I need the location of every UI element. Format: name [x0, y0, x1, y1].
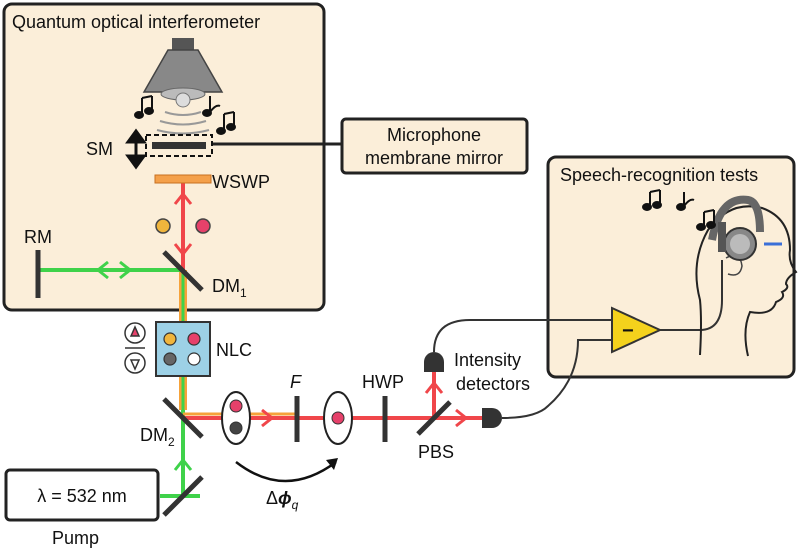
- pump-laser-box: [4, 468, 160, 522]
- wswp-label: WSWP: [212, 172, 270, 192]
- callout-line1: Microphone: [387, 125, 481, 145]
- phase-shift-arrow: [235, 460, 337, 483]
- pbs-label: PBS: [418, 442, 454, 462]
- crystal-photon-yellow: [163, 332, 177, 346]
- speaker-icon: [142, 38, 224, 108]
- detectors-line2: detectors: [456, 374, 530, 394]
- green-arrow-right: [119, 260, 133, 280]
- spin-state-icon: [124, 322, 146, 374]
- dm2-label: DM2: [140, 425, 175, 449]
- red-arrow-right: [261, 408, 275, 428]
- polarization-state-before: [221, 391, 251, 445]
- dm2-main: DM: [140, 425, 168, 445]
- red-arrow-pbs-right: [455, 408, 469, 428]
- polarization-state-after: [323, 391, 353, 445]
- phase-sub: q: [292, 498, 299, 512]
- amplifier-minus: −: [622, 320, 634, 342]
- head-profile-icon: [695, 205, 798, 357]
- interferometer-panel: [2, 2, 326, 312]
- detectors-line1: Intensity: [454, 350, 521, 370]
- photon-yellow: [155, 218, 171, 234]
- headphones-icon: [708, 195, 764, 261]
- callout-line2: membrane mirror: [365, 148, 503, 168]
- crystal-photon-red: [187, 332, 201, 346]
- dm1-main: DM: [212, 276, 240, 296]
- music-note-icon: [134, 95, 236, 135]
- red-arrow-down: [173, 243, 193, 257]
- polarizing-beam-splitter: [416, 400, 452, 436]
- green-arrow: [173, 457, 193, 471]
- dichroic-mirror-2: [162, 397, 204, 439]
- speech-title: Speech-recognition tests: [560, 165, 758, 185]
- red-arrow-up: [173, 191, 193, 205]
- hwp-label: HWP: [362, 372, 404, 392]
- rm-label: RM: [24, 227, 52, 247]
- sm-label: SM: [86, 139, 113, 159]
- crystal-photon-hatched: [163, 352, 177, 366]
- cable-right-detector: [501, 339, 612, 419]
- green-arrow-left: [95, 260, 109, 280]
- f-label: F: [290, 372, 302, 392]
- wswp-plate: [154, 174, 212, 184]
- detector-icon-right: [482, 408, 502, 428]
- speech-panel: [546, 155, 796, 379]
- music-note-icon-speech: [642, 189, 716, 231]
- photon-red: [195, 218, 211, 234]
- cable-top-detector: [433, 319, 612, 353]
- membrane-mirror-outline: [145, 134, 213, 157]
- dm1-label: DM1: [212, 276, 247, 300]
- pump-label: Pump: [52, 528, 99, 548]
- amplifier-icon: [611, 306, 663, 354]
- sm-double-arrow: [125, 128, 147, 170]
- microphone-callout: [340, 117, 529, 175]
- pump-wavelength: λ = 532 nm: [37, 486, 127, 506]
- dm1-sub: 1: [240, 286, 247, 300]
- phase-phi: ϕ: [278, 488, 292, 508]
- sound-waves: [156, 111, 210, 135]
- red-arrow-pbs-up: [424, 380, 444, 394]
- crystal-photon-white: [187, 352, 201, 366]
- phase-delta: Δ: [266, 488, 278, 508]
- phase-label: Δϕq: [266, 488, 299, 512]
- membrane-mirror: [152, 142, 206, 149]
- phase-arrow-head: [326, 458, 338, 470]
- nlc-label: NLC: [216, 340, 252, 360]
- pump-mirror: [162, 475, 204, 517]
- detector-icon: [424, 352, 444, 372]
- dm2-sub: 2: [168, 435, 175, 449]
- dichroic-mirror-1: [162, 250, 204, 292]
- interferometer-title: Quantum optical interferometer: [12, 12, 260, 32]
- nonlinear-crystal: [155, 321, 211, 377]
